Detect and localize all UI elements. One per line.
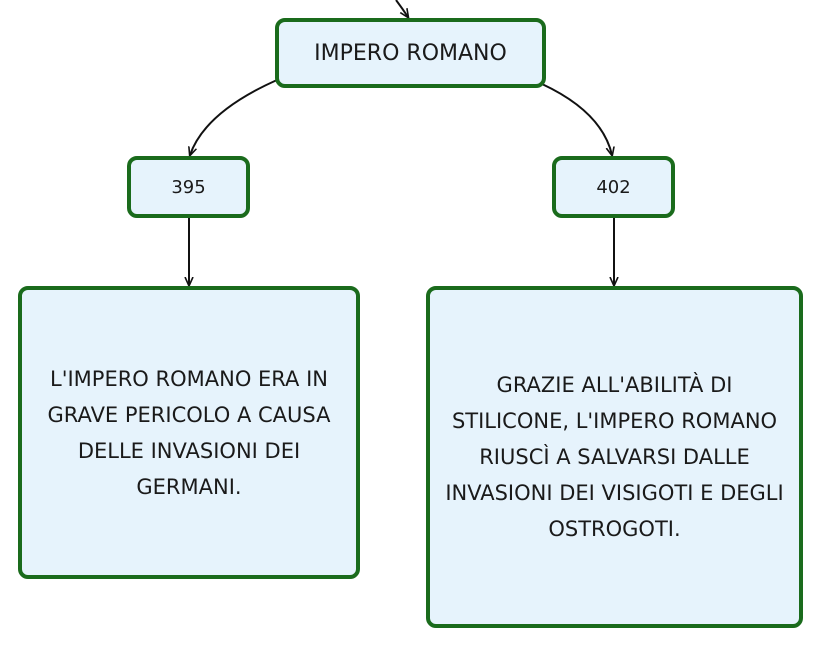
date-node-395[interactable]: 395 (127, 156, 250, 218)
description-node-395[interactable]: L'IMPERO ROMANO ERA IN GRAVE PERICOLO A … (18, 286, 360, 579)
date-node-label: 395 (171, 176, 206, 198)
connector-root-to-395 (190, 79, 278, 155)
root-node-label: IMPERO ROMANO (314, 40, 507, 66)
connector-root-to-402 (541, 83, 612, 155)
description-node-402[interactable]: GRAZIE ALL'ABILITÀ DI STILICONE, L'IMPER… (426, 286, 803, 628)
description-text: GRAZIE ALL'ABILITÀ DI STILICONE, L'IMPER… (445, 373, 784, 541)
description-text: L'IMPERO ROMANO ERA IN GRAVE PERICOLO A … (47, 366, 331, 499)
incoming-connector (395, 0, 408, 17)
root-node[interactable]: IMPERO ROMANO (275, 18, 546, 88)
date-node-label: 402 (596, 176, 631, 198)
date-node-402[interactable]: 402 (552, 156, 675, 218)
